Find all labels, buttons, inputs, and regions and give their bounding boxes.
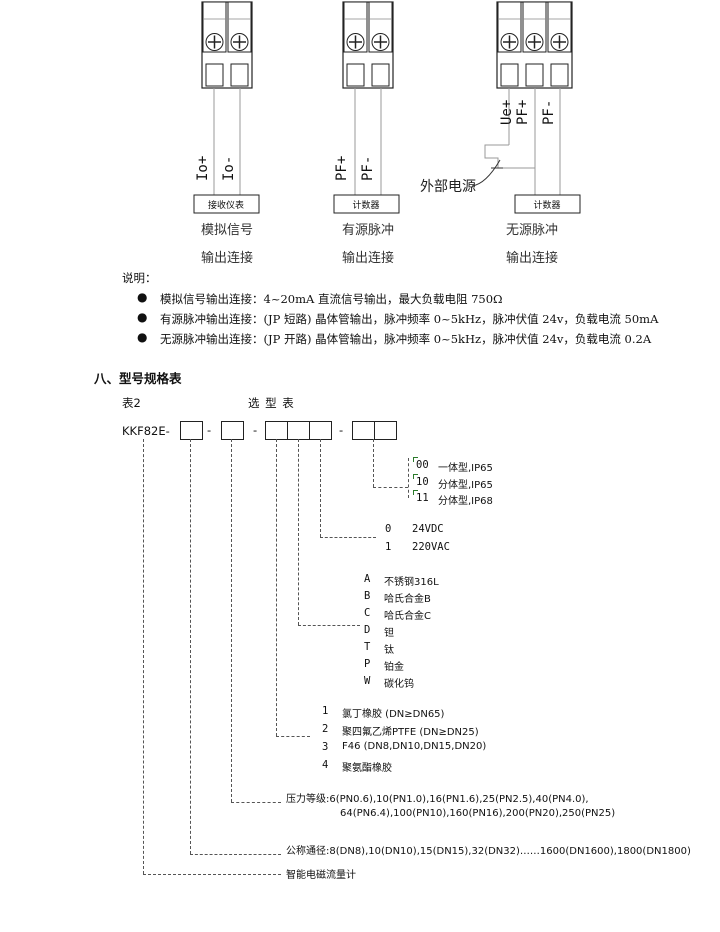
electrode-code: W	[364, 675, 371, 687]
install-desc-10: 分体型,IP65	[438, 480, 493, 491]
model-code-prefix: KKF82E-	[122, 424, 170, 438]
code-box-lining	[265, 421, 288, 440]
wiring-diagram: Io+ Io- 接收仪表 模拟信号 输出连接 PF+ PF- 计数器 有源脉冲 …	[193, 1, 581, 266]
power-code-1: 1	[385, 541, 392, 553]
analog-caption-2: 输出连接	[201, 250, 253, 266]
terminal-label-pf-minus: PF-	[360, 156, 376, 181]
passive-pulse-terminal-block: Ue+ PF+ PF- 外部电源 计数器 无源脉冲 输出连接	[420, 1, 581, 266]
terminal-label-pf-plus-passive: PF+	[515, 100, 531, 125]
code-box-power	[309, 421, 332, 440]
terminal-label-io-minus: Io-	[221, 156, 237, 181]
install-code-11: 11	[416, 492, 429, 504]
notes-heading: 说明：	[122, 271, 157, 285]
leader-line-diameter	[190, 439, 191, 854]
electrode-desc: 哈氏合金C	[384, 611, 431, 622]
lining-desc: F46 (DN8,DN10,DN15,DN20)	[342, 741, 487, 752]
electrode-code: D	[364, 624, 371, 636]
leader-line-install	[373, 487, 408, 488]
code-dash: -	[207, 423, 212, 437]
electrode-desc: 钛	[384, 645, 394, 656]
nominal-diameter: 公称通径:8(DN8),10(DN10),15(DN15),32(DN32)………	[286, 846, 691, 857]
table-label: 表2	[122, 396, 141, 410]
external-power-label: 外部电源	[420, 179, 476, 195]
table-title: 选 型 表	[248, 396, 295, 410]
code-box-install-1	[352, 421, 375, 440]
passive-pulse-caption-2: 输出连接	[506, 250, 558, 266]
lining-desc: 氯丁橡胶 (DN≥DN65)	[342, 709, 445, 720]
terminal-label-pf-plus: PF+	[334, 156, 350, 181]
analog-output-terminal-block: Io+ Io- 接收仪表 模拟信号 输出连接	[193, 1, 260, 266]
active-pulse-caption-1: 有源脉冲	[342, 223, 394, 238]
leader-line-product	[143, 874, 281, 875]
electrode-code: T	[364, 641, 371, 653]
code-box-electrode	[287, 421, 310, 440]
bullet-icon: ●	[137, 330, 148, 344]
electrode-desc: 钽	[384, 628, 394, 639]
leader-line-install	[408, 458, 409, 498]
leader-line-lining	[276, 439, 277, 736]
code-box-install-2	[374, 421, 397, 440]
install-code-10: 10	[416, 476, 429, 488]
electrode-desc: 铂金	[384, 662, 404, 673]
pressure-grade-line-1: 压力等级:6(PN0.6),10(PN1.0),16(PN1.6),25(PN2…	[286, 794, 589, 805]
lining-code: 4	[322, 759, 329, 771]
active-pulse-terminal-block: PF+ PF- 计数器 有源脉冲 输出连接	[333, 1, 400, 266]
leader-line-power	[320, 537, 376, 538]
note-item-analog: 模拟信号输出连接：4~20mA 直流信号输出，最大负载电阻 750Ω	[160, 292, 503, 306]
install-desc-00: 一体型,IP65	[438, 463, 493, 474]
electrode-code: A	[364, 573, 371, 585]
note-item-passive-pulse: 无源脉冲输出连接：(JP 开路) 晶体管输出，脉冲频率 0~5kHz，脉冲伏值 …	[160, 332, 652, 346]
counter-label-passive: 计数器	[533, 199, 560, 211]
leader-line-pressure	[231, 439, 232, 802]
corner-mark-icon	[413, 457, 418, 462]
lining-code: 1	[322, 705, 329, 717]
counter-label-active: 计数器	[352, 199, 379, 211]
terminal-label-io-plus: Io+	[195, 156, 211, 181]
passive-pulse-caption-1: 无源脉冲	[506, 223, 558, 238]
lining-desc: 聚氨酯橡胶	[342, 763, 392, 774]
electrode-desc: 不锈钢316L	[384, 577, 439, 588]
code-box-pressure	[221, 421, 244, 440]
electrode-desc: 碳化钨	[384, 679, 414, 690]
code-box-diameter	[180, 421, 203, 440]
note-item-active-pulse: 有源脉冲输出连接：(JP 短路) 晶体管输出，脉冲频率 0~5kHz，脉冲伏值 …	[160, 312, 659, 326]
power-code-0: 0	[385, 523, 392, 535]
leader-line-pressure	[231, 802, 281, 803]
install-desc-11: 分体型,IP68	[438, 496, 493, 507]
receiver-instrument-box	[193, 194, 260, 214]
active-pulse-caption-2: 输出连接	[342, 250, 394, 266]
counter-box-active	[333, 194, 400, 214]
corner-mark-icon	[413, 474, 418, 479]
analog-caption-1: 模拟信号	[201, 223, 253, 238]
power-desc-0: 24VDC	[412, 523, 444, 535]
code-dash: -	[253, 423, 258, 437]
leader-line-product	[143, 439, 144, 874]
terminal-label-pf-minus-passive: PF-	[541, 100, 557, 125]
leader-line-electrode	[298, 625, 360, 626]
lining-code: 3	[322, 741, 329, 753]
section-title: 八、型号规格表	[94, 371, 182, 386]
electrode-code: B	[364, 590, 371, 602]
lining-code: 2	[322, 723, 329, 735]
terminal-label-ue-plus: Ue+	[499, 100, 515, 125]
electrode-code: C	[364, 607, 371, 619]
power-desc-1: 220VAC	[412, 541, 450, 553]
bullet-icon: ●	[137, 310, 148, 324]
receiver-instrument-label: 接收仪表	[208, 199, 244, 211]
corner-mark-icon	[413, 490, 418, 495]
install-code-00: 00	[416, 459, 429, 471]
leader-line-lining	[276, 736, 310, 737]
leader-line-power	[320, 439, 321, 537]
electrode-desc: 哈氏合金B	[384, 594, 431, 605]
lining-desc: 聚四氟乙烯PTFE (DN≥DN25)	[342, 727, 479, 738]
pressure-grade-line-2: 64(PN6.4),100(PN10),160(PN16),200(PN20),…	[340, 808, 616, 819]
electrode-code: P	[364, 658, 371, 670]
leader-line-electrode	[298, 439, 299, 625]
code-dash: -	[339, 423, 344, 437]
leader-line-diameter	[190, 854, 281, 855]
counter-box-passive	[514, 194, 581, 214]
leader-line-install	[373, 439, 374, 487]
bullet-icon: ●	[137, 290, 148, 304]
product-name: 智能电磁流量计	[286, 870, 356, 881]
